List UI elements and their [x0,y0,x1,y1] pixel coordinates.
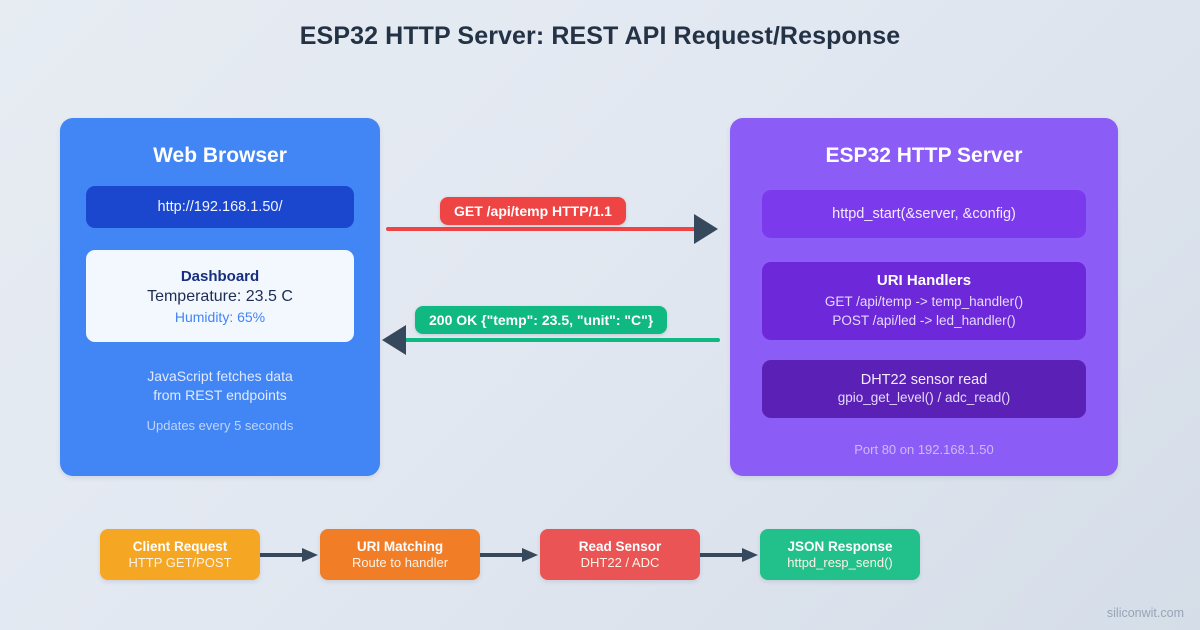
pipeline-step-0-sub: HTTP GET/POST [128,554,232,570]
server-box-uri-handlers: URI Handlers GET /api/temp -> temp_handl… [762,262,1086,340]
pipeline-step-1-title: URI Matching [356,538,444,554]
pipeline-step-3-title: JSON Response [787,538,893,554]
pipeline-step-0-title: Client Request [132,538,228,554]
request-label: GET /api/temp HTTP/1.1 [440,197,626,225]
server-panel-title: ESP32 HTTP Server [825,144,1023,167]
server-box-1-line-1: POST /api/led -> led_handler() [832,313,1016,328]
pipeline-arrow-2-icon [700,548,760,562]
server-box-2-line-0: gpio_get_level() / adc_read() [837,389,1011,405]
url-text: http://192.168.1.50/ [157,199,283,215]
watermark: siliconwit.com [1106,606,1184,620]
url-address-bar[interactable]: http://192.168.1.50/ [86,186,354,228]
dashboard-card: Dashboard Temperature: 23.5 C Humidity: … [86,250,354,342]
browser-note-line-1: JavaScript fetches data [147,368,293,384]
server-box-2-plain: DHT22 sensor read [860,371,988,388]
server-port-footer: Port 80 on 192.168.1.50 [854,442,994,457]
browser-panel-title: Web Browser [153,144,287,167]
page-title: ESP32 HTTP Server: REST API Request/Resp… [299,22,901,50]
request-arrow-head-icon [694,214,718,244]
esp32-server-panel: ESP32 HTTP Server httpd_start(&server, &… [730,118,1118,476]
dashboard-heading: Dashboard [180,267,260,285]
server-box-sensor-read: DHT22 sensor read gpio_get_level() / adc… [762,360,1086,418]
pipeline-step-1-sub: Route to handler [351,554,449,570]
response-arrow-line [404,338,720,342]
server-box-0-plain: httpd_start(&server, &config) [832,206,1016,222]
pipeline-step-3-sub: httpd_resp_send() [787,554,893,570]
pipeline-arrow-0-icon [260,548,320,562]
dashboard-humidity: Humidity: 65% [174,308,266,325]
web-browser-panel: Web Browser http://192.168.1.50/ Dashboa… [60,118,380,476]
browser-note-line-2: from REST endpoints [153,387,287,403]
request-arrow-line [386,227,696,231]
response-label: 200 OK {"temp": 23.5, "unit": "C"} [415,306,668,334]
pipeline-arrow-1-icon [480,548,540,562]
pipeline-step-2-sub: DHT22 / ADC [580,554,660,570]
browser-note: JavaScript fetches data from REST endpoi… [60,367,380,405]
server-box-1-line-0: GET /api/temp -> temp_handler() [824,294,1024,309]
browser-update-note: Updates every 5 seconds [146,418,294,433]
pipeline-step-2-title: Read Sensor [578,538,662,554]
response-arrow-head-icon [382,325,406,355]
dashboard-temperature: Temperature: 23.5 C [147,287,293,305]
server-box-httpd-start: httpd_start(&server, &config) [762,190,1086,238]
server-box-1-head: URI Handlers [876,272,972,289]
